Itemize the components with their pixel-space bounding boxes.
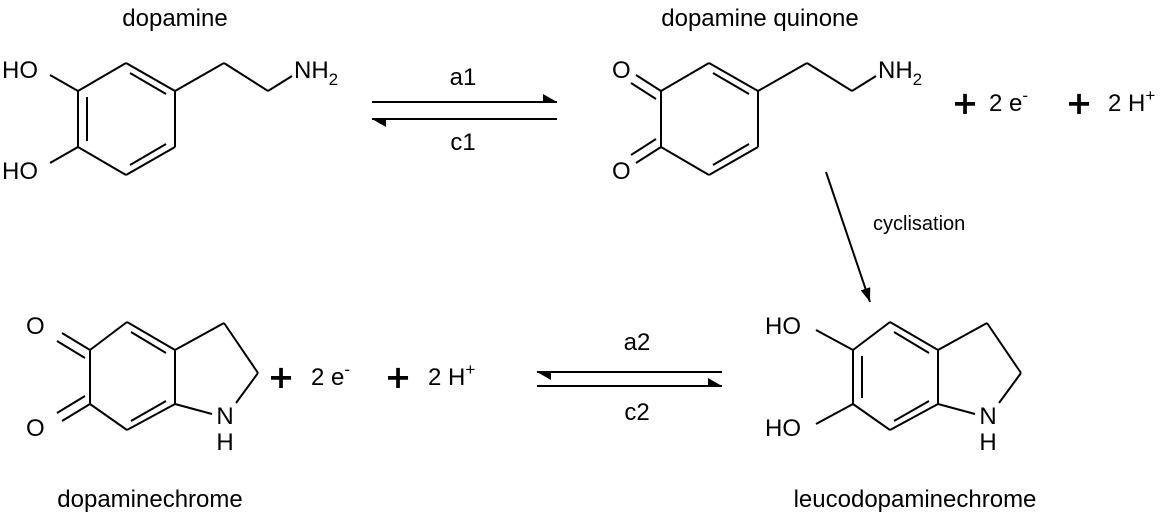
arrow-label-a2: a2 xyxy=(624,329,651,356)
leucodopaminechrome-label: leucodopaminechrome xyxy=(794,486,1037,513)
quinone-ring xyxy=(660,62,759,176)
plus-sign: + xyxy=(952,84,979,122)
dopaminechrome-o-bottom: O xyxy=(26,415,45,442)
leucodopaminechrome-ho-bottom: HO xyxy=(765,415,801,442)
quinone-o-top: O xyxy=(612,57,631,84)
plus-sign: + xyxy=(1066,84,1093,122)
leucodopaminechrome-n: N xyxy=(979,403,996,430)
equilibrium-arrow-2: a2 c2 xyxy=(537,329,722,426)
leucodopaminechrome-h: H xyxy=(979,429,996,456)
equilibrium-arrow-1: a1 c1 xyxy=(372,64,557,156)
electrons-term: 2 e- xyxy=(989,86,1028,117)
dopamine-structure: dopamine NH2 HO HO xyxy=(2,5,338,185)
protons-term: 2 H+ xyxy=(1108,86,1155,117)
dopaminechrome-o-top: O xyxy=(26,313,45,340)
leucodopaminechrome-ring xyxy=(852,321,939,431)
dopamine-quinone-structure: dopamine quinone O O NH2 xyxy=(612,5,922,185)
dopamine-ho-top: HO xyxy=(2,57,38,84)
dopaminechrome-label: dopaminechrome xyxy=(57,486,242,513)
quinone-byproducts: + 2 e- + 2 H+ xyxy=(952,84,1156,122)
dopamine-label: dopamine xyxy=(122,5,227,32)
dopamine-amine: NH2 xyxy=(294,57,338,89)
dopaminechrome-byproducts: + 2 e- + 2 H+ xyxy=(268,358,476,396)
dopamine-quinone-label: dopamine quinone xyxy=(661,5,859,32)
arrow-label-a1: a1 xyxy=(450,64,477,91)
dopaminechrome-ring xyxy=(89,321,176,431)
quinone-o-bottom: O xyxy=(612,158,631,185)
quinone-amine: NH2 xyxy=(878,57,922,89)
dopaminechrome-n: N xyxy=(216,403,233,430)
plus-sign: + xyxy=(268,358,295,396)
leucodopaminechrome-ho-top: HO xyxy=(765,313,801,340)
cyclisation-arrow: cyclisation xyxy=(825,171,965,303)
arrow-label-c1: c1 xyxy=(450,129,475,156)
arrow-label-c2: c2 xyxy=(624,399,649,426)
dopaminechrome-h: H xyxy=(216,429,233,456)
leucodopaminechrome-structure: N H HO HO leucodopaminechrome xyxy=(765,313,1036,513)
protons-term: 2 H+ xyxy=(428,360,475,391)
dopamine-ho-bottom: HO xyxy=(2,158,38,185)
dopaminechrome-structure: N H O O dopaminechrome xyxy=(26,313,259,513)
dopamine-ring xyxy=(77,62,176,176)
electrons-term: 2 e- xyxy=(311,360,350,391)
plus-sign: + xyxy=(385,358,412,396)
cyclisation-label: cyclisation xyxy=(873,213,965,235)
